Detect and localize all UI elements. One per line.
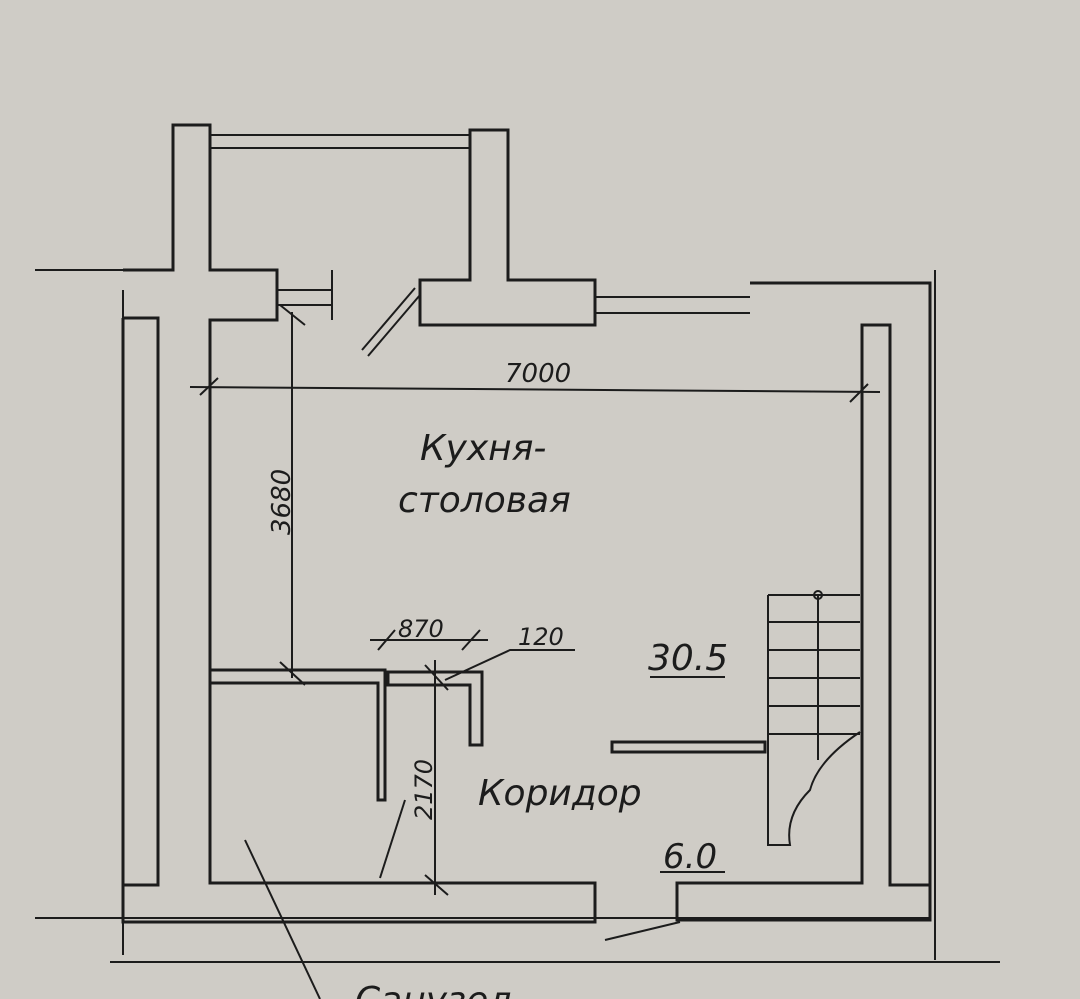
room-area-main: 30.5 (648, 638, 728, 679)
room-name-line1: Кухня- (420, 428, 546, 469)
dim-corridor-label: 2170 (410, 759, 438, 820)
dim-width-label: 7000 (505, 359, 571, 389)
dim-wall-label: 120 (518, 623, 564, 651)
windows (210, 134, 750, 357)
dim-height-label: 3680 (267, 469, 297, 535)
stairs (767, 590, 861, 846)
dimension-lines (35, 269, 1000, 999)
room-area-corridor: 6.0 (663, 837, 717, 877)
room-name-line2: столовая (398, 480, 571, 521)
room-name-corridor: Коридор (478, 773, 642, 814)
dim-door-label: 870 (398, 615, 444, 643)
room-name-bathroom: Санузел (355, 980, 511, 999)
